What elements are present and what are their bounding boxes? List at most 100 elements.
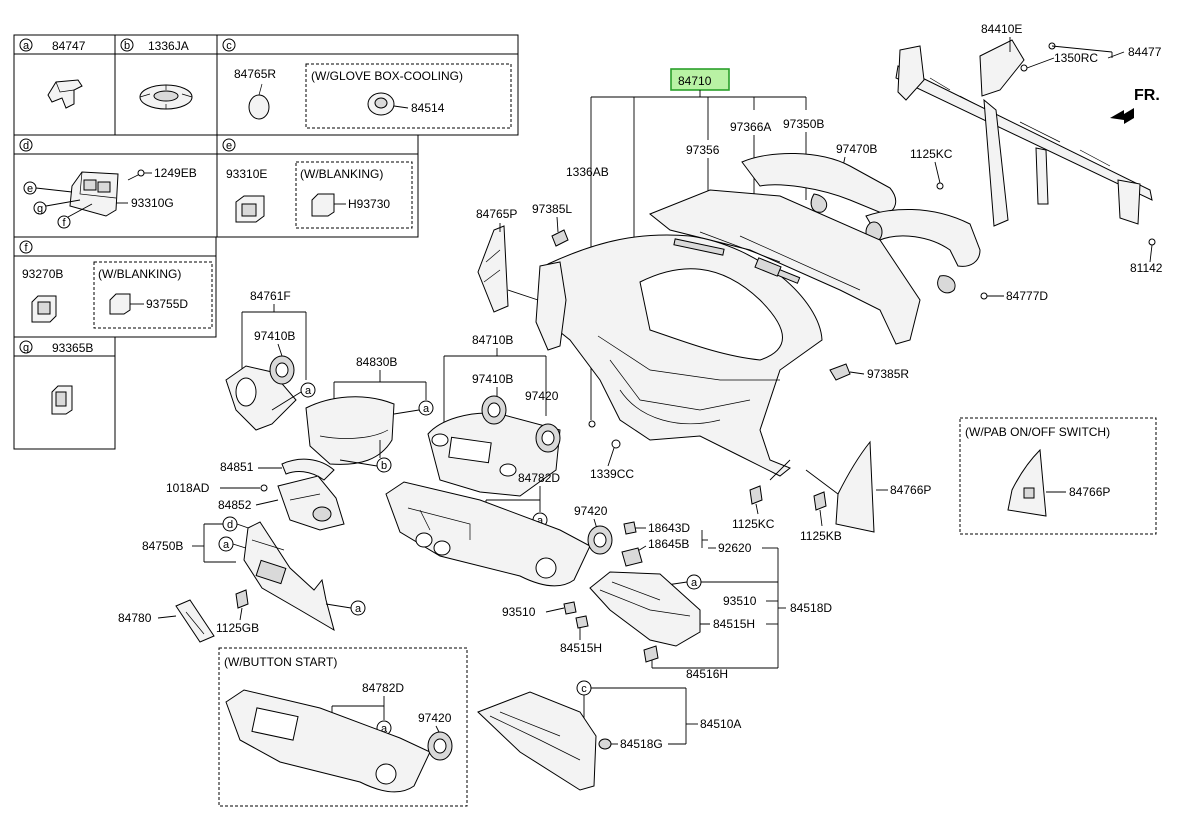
- callout-a-84830B: a: [423, 403, 430, 415]
- label-1336AB: 1336AB: [566, 165, 609, 179]
- callout-a-84750B-low: a: [355, 603, 362, 615]
- label-84851: 84851: [220, 460, 254, 474]
- callout-a-84750B: a: [223, 539, 230, 551]
- label-1125KC-top: 1125KC: [910, 147, 953, 161]
- legend-cell-g: g 93365B: [19, 340, 93, 415]
- legend-code-84747: 84747: [52, 39, 86, 53]
- legend-letter-g: g: [23, 342, 29, 354]
- label-97356: 97356: [686, 143, 720, 157]
- callout-d-84750B: d: [227, 519, 233, 531]
- label-84761F: 84761F: [250, 289, 291, 303]
- legend-cell-f: f 93270B (W/BLANKING) 93755D: [19, 240, 213, 329]
- legend-cell-d: d e g f 1249EB 93310G: [19, 138, 197, 229]
- valve-84514-drawing: [367, 92, 409, 116]
- callout-a-button-start: a: [381, 723, 388, 735]
- label-84766P: 84766P: [890, 483, 931, 497]
- blank-93755D-drawing: [109, 293, 144, 315]
- center-fascia-84710B-drawing: [427, 395, 561, 497]
- label-97420-mid: 97420: [525, 389, 559, 403]
- label-97410B-mid: 97410B: [472, 372, 513, 386]
- label-84710B: 84710B: [472, 333, 513, 347]
- cover-84780-drawing: [175, 599, 215, 643]
- pab-variant-title: (W/PAB ON/OFF SWITCH): [965, 425, 1110, 439]
- vent-97385L-drawing: [551, 229, 569, 247]
- label-93510-right: 93510: [723, 594, 757, 608]
- legend-letter-a: a: [23, 40, 30, 52]
- legend-sub-f: f: [62, 217, 66, 229]
- cover-84830B-drawing: [305, 396, 395, 465]
- side-cover-84765P-drawing: [477, 225, 509, 313]
- label-1125KC-mid: 1125KC: [732, 517, 775, 531]
- button-start-part-84782D: 84782D: [362, 681, 404, 695]
- button-start-variant-box: (W/BUTTON START) 84782D a 97420: [218, 647, 468, 807]
- side-vent-84761F-drawing: [225, 355, 297, 431]
- label-84777D: 84777D: [1006, 289, 1048, 303]
- callout-a-84761F: a: [305, 385, 312, 397]
- pab-switch-variant-box: (W/PAB ON/OFF SWITCH) 84766P: [959, 417, 1157, 535]
- cap-84765R-drawing: [248, 83, 270, 120]
- legend-code-93270B: 93270B: [22, 267, 63, 281]
- legend-code-84514: 84514: [411, 101, 445, 115]
- lower-panel-84750B-drawing: [243, 521, 335, 632]
- label-97350B: 97350B: [783, 117, 824, 131]
- callout-b-84830B: b: [381, 460, 387, 472]
- label-97385R: 97385R: [867, 367, 909, 381]
- label-18645B: 18645B: [648, 537, 689, 551]
- glove-box-84510A-drawing: [477, 691, 612, 791]
- label-97420-low: 97420: [574, 504, 608, 518]
- legend-code-84765R: 84765R: [234, 67, 276, 81]
- legend-variant-blanking-e: (W/BLANKING): [300, 167, 383, 181]
- label-97410B-left: 97410B: [254, 329, 295, 343]
- label-18643D: 18643D: [648, 521, 690, 535]
- legend-code-H93730: H93730: [348, 197, 390, 211]
- label-1018AD: 1018AD: [166, 481, 210, 495]
- legend-sub-e: e: [27, 183, 33, 195]
- label-84750B: 84750B: [142, 539, 183, 553]
- front-direction-indicator: FR.: [1110, 87, 1160, 124]
- label-84782D-mid: 84782D: [518, 471, 560, 485]
- label-84710-main: 84710: [678, 74, 712, 88]
- switch-93310E-drawing: [235, 195, 265, 223]
- label-84516H: 84516H: [686, 667, 728, 681]
- label-81142: 81142: [1130, 261, 1163, 275]
- front-arrow-icon: [1110, 108, 1134, 124]
- label-84780: 84780: [118, 611, 152, 625]
- label-97385L: 97385L: [532, 202, 572, 216]
- label-84477: 84477: [1128, 45, 1162, 59]
- label-84515H-right: 84515H: [713, 617, 755, 631]
- label-84410E: 84410E: [981, 22, 1022, 36]
- legend-cell-c: c 84765R (W/GLOVE BOX-COOLING) 84514: [222, 38, 512, 129]
- button-start-part-97420: 97420: [418, 711, 452, 725]
- label-84765P: 84765P: [476, 207, 517, 221]
- legend-letter-f: f: [24, 242, 28, 254]
- label-84852: 84852: [218, 498, 252, 512]
- cover-84852-drawing: [277, 475, 345, 531]
- callout-a-84518D: a: [691, 577, 698, 589]
- legend-code-93755D: 93755D: [146, 297, 188, 311]
- grommet-1336JA-drawing: [139, 84, 193, 110]
- legend-code-93310E: 93310E: [226, 167, 267, 181]
- label-84518D: 84518D: [790, 601, 832, 615]
- legend-sub-g: g: [37, 203, 43, 215]
- legend-code-93310G: 93310G: [131, 196, 174, 210]
- label-1125KB: 1125KB: [800, 529, 842, 543]
- legend-letter-c: c: [226, 40, 232, 52]
- crash-pad-84710-drawing: [535, 152, 981, 477]
- legend-table: [13, 34, 519, 450]
- legend-cell-b: b 1336JA: [120, 38, 193, 110]
- callout-a-84782D-mid: a: [537, 515, 544, 527]
- clip-84747-drawing: [47, 79, 83, 109]
- legend-letter-d: d: [23, 140, 29, 152]
- vent-97385R-drawing: [829, 363, 851, 381]
- button-start-variant-title: (W/BUTTON START): [224, 655, 337, 669]
- switch-93365B-drawing: [51, 385, 73, 415]
- front-label: FR.: [1134, 87, 1160, 104]
- label-84518G: 84518G: [620, 737, 663, 751]
- legend-code-1249EB: 1249EB: [154, 166, 197, 180]
- glove-box-housing-84518D-drawing: [589, 571, 701, 663]
- legend-cell-e: e 93310E (W/BLANKING) H93730: [222, 138, 413, 229]
- label-97366A: 97366A: [730, 120, 771, 134]
- side-cover-84766P-drawing: [835, 440, 875, 533]
- label-84830B: 84830B: [356, 355, 397, 369]
